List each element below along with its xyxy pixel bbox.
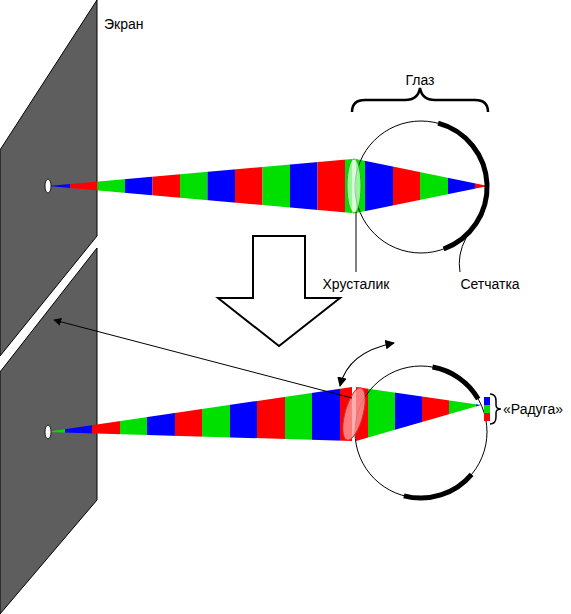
stripe	[153, 150, 181, 220]
stripe	[365, 150, 393, 220]
stripe	[257, 380, 285, 450]
direction-arrow	[54, 320, 352, 398]
light-cone	[40, 380, 355, 450]
light-cone	[354, 380, 484, 450]
stripe	[448, 150, 475, 220]
stripe	[202, 380, 230, 450]
stripe	[484, 413, 490, 421]
part-label: Сетчатка	[460, 276, 519, 292]
stripe	[98, 150, 126, 220]
eyeball	[355, 366, 487, 498]
lens	[347, 159, 361, 213]
retina	[404, 474, 472, 498]
rotation-arrow	[340, 343, 394, 386]
stripe	[180, 150, 208, 220]
stripe	[40, 380, 65, 450]
lens	[338, 386, 369, 443]
stripe	[368, 380, 395, 450]
eye	[355, 121, 487, 498]
stripe	[65, 380, 92, 450]
point-source	[45, 179, 51, 193]
stripe	[484, 397, 490, 405]
light-cone	[40, 150, 355, 220]
retina	[433, 367, 479, 399]
leader-line	[459, 238, 466, 272]
stripe	[230, 380, 257, 450]
screen	[0, 0, 97, 614]
stripe	[290, 150, 318, 220]
stripe	[318, 150, 346, 220]
stripe	[395, 380, 422, 450]
stripe	[147, 380, 175, 450]
stripe	[92, 380, 120, 450]
stripe	[208, 150, 236, 220]
stripe	[125, 150, 153, 220]
stripe	[263, 150, 291, 220]
stripe	[312, 380, 340, 450]
part-label: Глаз	[405, 72, 434, 88]
stripe	[484, 405, 490, 413]
stripe	[285, 380, 312, 450]
transition-arrow	[218, 236, 340, 346]
stripe	[235, 150, 263, 220]
stripe	[70, 150, 98, 220]
stripe	[40, 150, 70, 220]
rainbow	[484, 397, 490, 421]
stripe	[175, 380, 202, 450]
stripe	[420, 150, 448, 220]
retina	[438, 123, 487, 249]
part-label: «Радуга»	[503, 401, 563, 417]
part-label: Экран	[104, 16, 144, 32]
stripe	[393, 150, 420, 220]
light-cone	[354, 150, 490, 220]
stripe	[476, 380, 484, 450]
part-label: Хрусталик	[323, 276, 390, 292]
stripe	[120, 380, 147, 450]
stripe	[422, 380, 449, 450]
brace	[490, 394, 501, 424]
brace	[352, 88, 488, 112]
eyeball	[355, 121, 487, 253]
leader-line	[356, 212, 357, 272]
screen-panel	[0, 248, 97, 614]
point-source	[45, 425, 51, 439]
